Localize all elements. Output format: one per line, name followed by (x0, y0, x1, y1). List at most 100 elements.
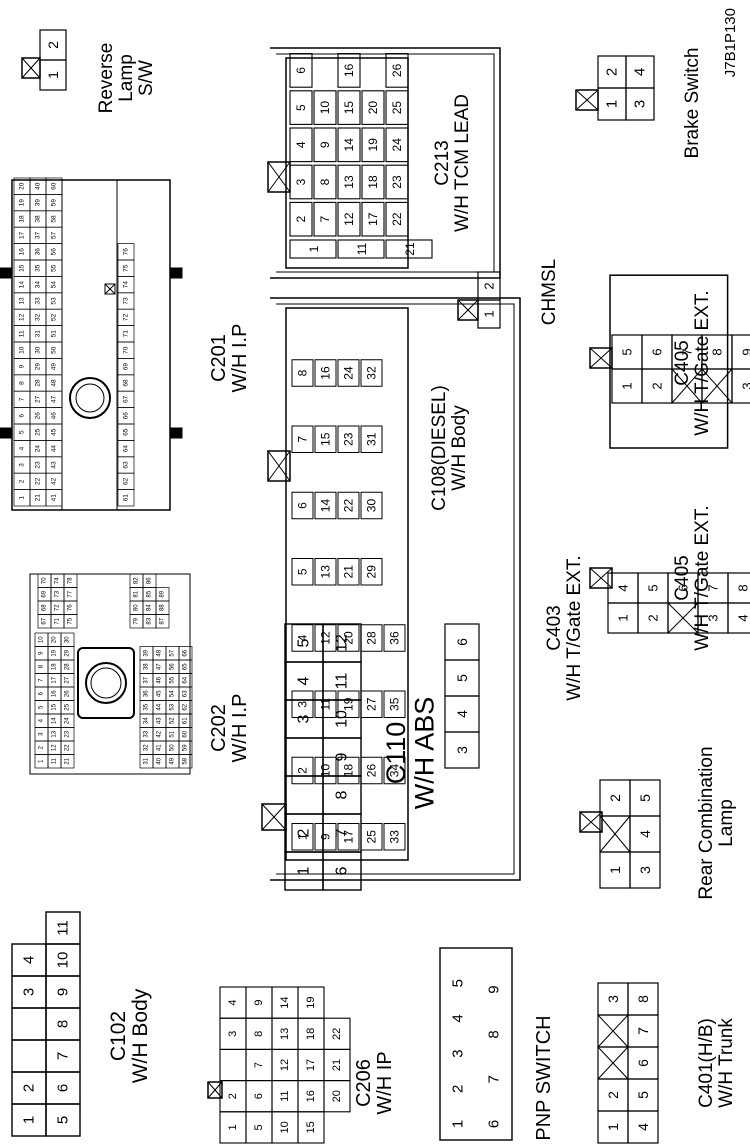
latch-cross (261, 803, 287, 831)
c401-label-line: W/H Trunk (716, 1018, 737, 1108)
c201-pin-14: 14 (19, 281, 26, 289)
c405b-pin-3: 3 (706, 614, 721, 621)
blank-cell-cross (701, 368, 733, 404)
c202-pin-51: 51 (170, 730, 176, 737)
c108-pin-cell (291, 558, 314, 586)
blank-cell-cross (597, 1046, 629, 1080)
c206-pin-14: 14 (279, 996, 291, 1008)
c405b-pin-cell (727, 572, 750, 604)
c202-pin-74: 74 (55, 577, 61, 584)
c202-pin-88: 88 (160, 604, 166, 611)
c201-pin-28: 28 (35, 379, 42, 387)
c201-pin-53: 53 (51, 297, 58, 305)
c202-pin-84: 84 (147, 604, 153, 611)
c213-pin-cell (289, 90, 313, 125)
c401-pin-2: 2 (605, 1091, 621, 1099)
c202-pin-17: 17 (52, 676, 58, 683)
c102-pin-1: 1 (21, 1116, 38, 1124)
rear-label-line: Rear Combination (696, 746, 717, 899)
chmsl-pin-cell (477, 271, 501, 301)
c213-pin-21: 21 (403, 242, 417, 256)
c201-pin-61: 61 (123, 494, 130, 502)
c206-pin-17: 17 (305, 1059, 317, 1071)
latch-cross (575, 89, 599, 111)
c403-pin-5: 5 (454, 674, 470, 682)
c201-pin-13: 13 (19, 297, 26, 305)
c201-pin-23: 23 (35, 461, 42, 469)
c206-pin-19: 19 (305, 996, 317, 1008)
c201-pin-15: 15 (19, 264, 26, 272)
c201-pin-64: 64 (123, 445, 130, 453)
rear-pin-2: 2 (607, 794, 623, 802)
c202-pin-13: 13 (52, 730, 58, 737)
c108-pin-30: 30 (365, 499, 379, 513)
c213-pin-cell (337, 90, 361, 125)
c202-pin-72: 72 (55, 604, 61, 611)
c213-connector (267, 47, 501, 279)
c108-pin-cell (337, 558, 360, 586)
rear-pin-4: 4 (637, 830, 653, 838)
c206-pin-12: 12 (279, 1059, 291, 1071)
c206-label-line: W/H IP (374, 1051, 396, 1114)
c201-pin-69: 69 (123, 363, 130, 371)
c108-pin-11: 11 (319, 698, 333, 711)
c206-label-line: C206 (353, 1059, 375, 1107)
c202-connector (29, 573, 191, 775)
c110-label-line: C110 (381, 722, 411, 785)
c108-pin-10: 10 (319, 764, 333, 778)
c202-pin-34: 34 (144, 717, 150, 724)
c108-pin-22: 22 (342, 499, 356, 513)
c213-pin-2: 2 (294, 216, 308, 223)
c108-pin-5: 5 (296, 568, 310, 575)
chmsl-pin-2: 2 (482, 282, 497, 289)
c202-pin-87: 87 (160, 617, 166, 624)
chmsl-pin-1: 1 (482, 310, 497, 317)
c201-pin-49: 49 (51, 363, 58, 371)
reverse-latch (21, 57, 41, 79)
c202-pin-28: 28 (65, 663, 71, 670)
c108-pin-cell (337, 823, 360, 851)
c202-pin-29: 29 (65, 649, 71, 656)
c401-pin-3: 3 (605, 995, 621, 1003)
c401-label-line: C401(H/B) (696, 1018, 717, 1108)
c213-pin-cell (385, 53, 409, 88)
c201-pin-43: 43 (51, 461, 58, 469)
c213-pin-8: 8 (318, 178, 332, 185)
c201-pin-31: 31 (35, 330, 42, 338)
reverse-pin-2: 2 (45, 41, 61, 49)
c401-pin-5: 5 (635, 1091, 651, 1099)
c201-pin-60: 60 (51, 182, 58, 190)
brake-latch (575, 89, 599, 111)
c201-pin-33: 33 (35, 297, 42, 305)
c206-pin-6: 6 (253, 1093, 265, 1099)
c202-pin-30: 30 (65, 636, 71, 643)
c201-pin-70: 70 (123, 346, 130, 354)
c206-pin-18: 18 (305, 1028, 317, 1040)
c401-pin-1: 1 (605, 1123, 621, 1131)
c110-pin-7: 7 (334, 828, 351, 837)
c201-pin-47: 47 (51, 395, 58, 403)
c202-pin-18: 18 (52, 663, 58, 670)
c202-pin-15: 15 (52, 703, 58, 710)
c213-pin-9: 9 (318, 141, 332, 148)
c201-pin-35: 35 (35, 264, 42, 272)
brake-pin-cell (625, 55, 655, 89)
c403-pin-3: 3 (454, 746, 470, 754)
c201-pin-9: 9 (19, 364, 26, 368)
c102-pin-3: 3 (21, 988, 38, 996)
c202-pin-60: 60 (183, 730, 189, 737)
c201-pin-25: 25 (35, 428, 42, 436)
c405b-label-line: C405 (672, 555, 693, 600)
c201-pin-30: 30 (35, 346, 42, 354)
c102-pin-8: 8 (55, 1020, 72, 1028)
c213-pin-16: 16 (342, 63, 356, 77)
c206-pin-22: 22 (331, 1028, 343, 1040)
c202-pin-12: 12 (52, 744, 58, 751)
rear-pin-cell (629, 779, 661, 817)
c108-pin-cell (383, 756, 406, 785)
c202-pin-4: 4 (39, 718, 45, 722)
c108-pin-cell (337, 624, 360, 652)
c206-pin-1: 1 (227, 1124, 239, 1130)
c108-pin-cell (337, 491, 360, 520)
c202-pin-48: 48 (157, 649, 163, 656)
